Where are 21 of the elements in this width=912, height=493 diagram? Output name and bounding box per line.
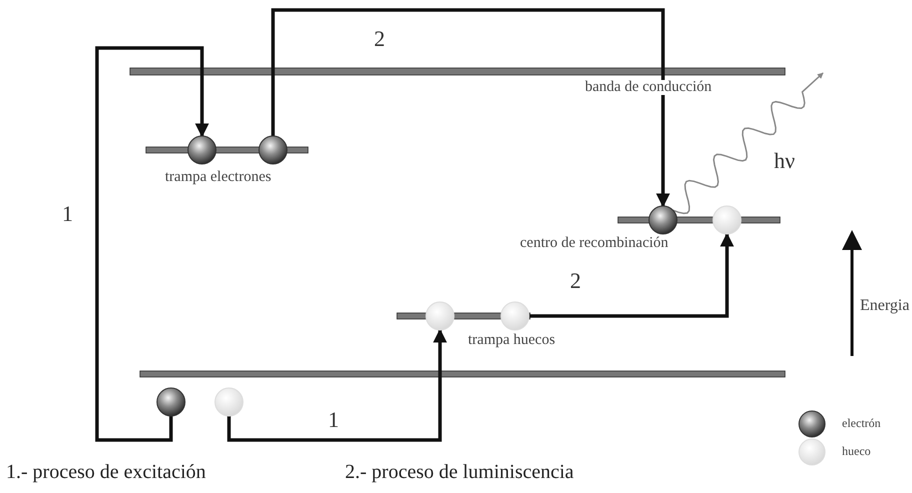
legend-label: electrón xyxy=(842,417,881,429)
band-label: banda de conducción xyxy=(585,80,712,95)
hole-sphere xyxy=(214,388,244,416)
level-label: trampa electrones xyxy=(165,170,272,185)
photon-arrow xyxy=(672,72,824,214)
arrow xyxy=(95,46,209,442)
electron-sphere xyxy=(648,206,678,234)
arrow xyxy=(227,328,447,442)
electron-sphere xyxy=(258,136,288,164)
electron-sphere xyxy=(188,136,216,164)
electron-sphere xyxy=(156,388,186,416)
arrow xyxy=(529,232,734,318)
hole-sphere xyxy=(426,302,454,330)
arrow xyxy=(271,8,670,208)
hole-sphere xyxy=(500,302,530,330)
legend-label: hueco xyxy=(842,445,871,457)
axis-label: Energia xyxy=(860,298,910,314)
hole-sphere xyxy=(712,206,742,234)
process-note: 1.- proceso de excitación xyxy=(6,462,206,482)
process-note: 2.- proceso de luminiscencia xyxy=(345,462,574,482)
level-label: trampa huecos xyxy=(468,333,556,348)
